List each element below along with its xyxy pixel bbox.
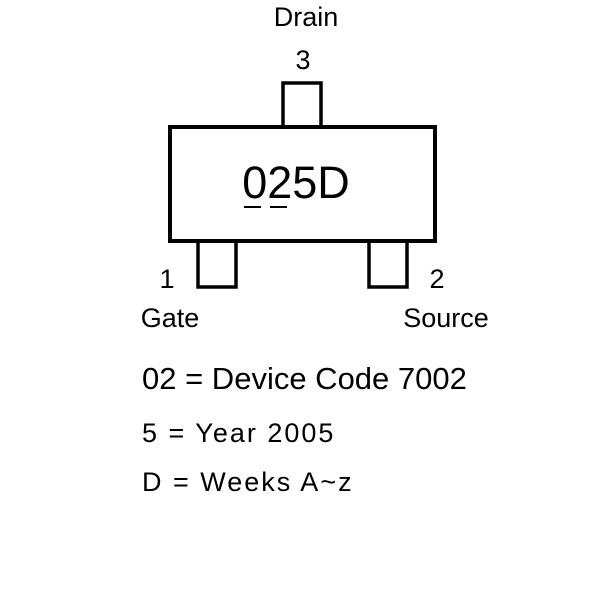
- drain-pin: [281, 81, 323, 129]
- sot23-package-diagram: Drain 3 025D 1 Gate 2 Source: [141, 2, 489, 333]
- gate-pin-number: 1: [159, 264, 174, 294]
- legend-week-code: D = Weeks A~z: [142, 467, 354, 497]
- source-pin: [367, 239, 409, 289]
- legend-device-code: 02 = Device Code 7002: [142, 361, 467, 396]
- legend-year-code: 5 = Year 2005: [142, 418, 336, 448]
- source-pin-number: 2: [429, 264, 444, 294]
- source-label: Source: [403, 303, 489, 333]
- marking-code: 025D: [242, 157, 350, 208]
- package-body: [168, 125, 437, 243]
- gate-pin: [196, 239, 238, 289]
- drain-pin-number: 3: [295, 45, 310, 75]
- gate-label: Gate: [141, 303, 200, 333]
- drain-label: Drain: [274, 2, 339, 32]
